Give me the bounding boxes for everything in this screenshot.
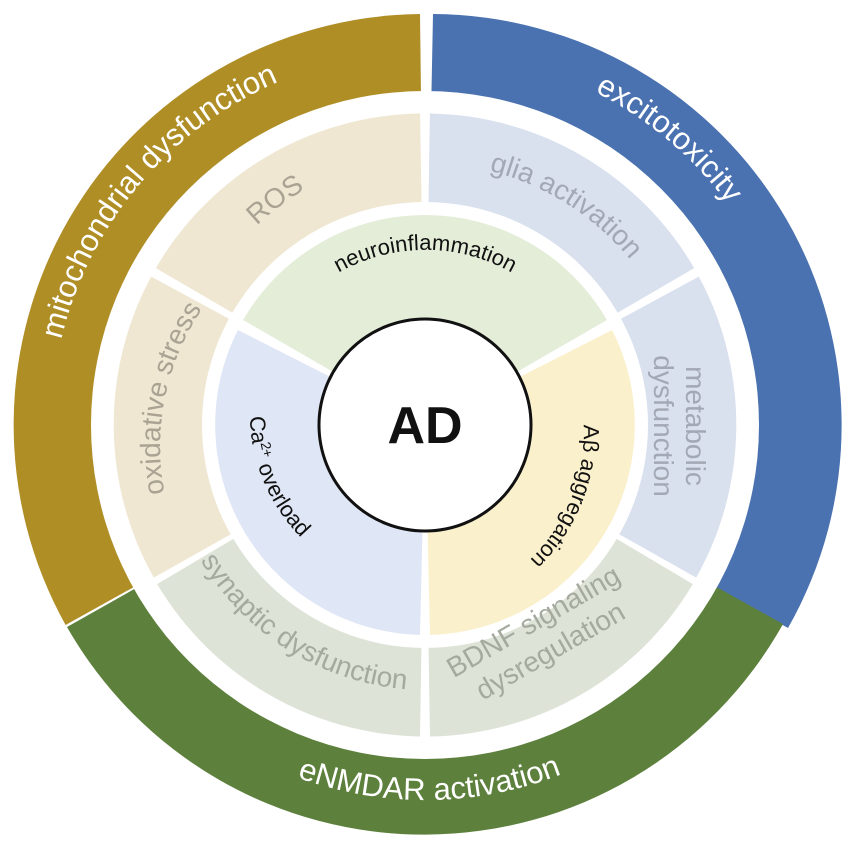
- center-label: AD: [387, 397, 462, 455]
- metabolic-line-1: metabolic: [680, 366, 711, 486]
- center-circle-outline: [317, 317, 533, 533]
- calcium-label-superscript: 2+: [258, 440, 277, 459]
- middle-label-metabolic-dysfunction: metabolic dysfunction: [648, 355, 711, 497]
- center-circle: [319, 319, 531, 531]
- calcium-label-prefix: Ca: [245, 415, 273, 446]
- metabolic-line-2: dysfunction: [648, 355, 679, 497]
